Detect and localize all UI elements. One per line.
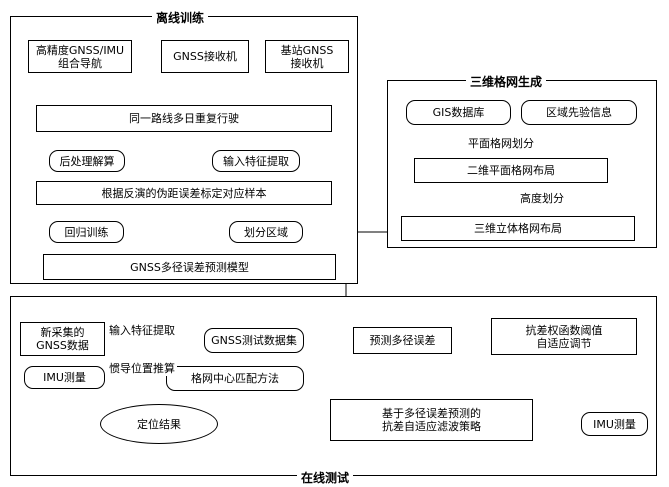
box-prior-region-info[interactable]: 区域先验信息 <box>521 100 637 125</box>
group-online-testing-title: 在线测试 <box>297 469 354 486</box>
box-calibrate-samples[interactable]: 根据反演的伪距误差标定对应样本 <box>36 181 332 205</box>
label-inertial-position: 惯导位置推算 <box>107 360 177 376</box>
group-grid-generation-title: 三维格网生成 <box>466 73 547 90</box>
box-3d-solid-grid-layout[interactable]: 三维立体格网布局 <box>401 216 635 241</box>
box-gnss-imu-navigation[interactable]: 高精度GNSS/IMU 组合导航 <box>28 40 132 73</box>
box-threshold-adaptive-adjust[interactable]: 抗差权函数阈值 自适应调节 <box>491 318 637 355</box>
box-multipath-error-model[interactable]: GNSS多径误差预测模型 <box>43 254 336 280</box>
box-new-gnss-data[interactable]: 新采集的 GNSS数据 <box>20 322 105 356</box>
label-height-division: 高度划分 <box>518 190 566 206</box>
label-plane-grid-division: 平面格网划分 <box>466 135 536 151</box>
box-regression-training[interactable]: 回归训练 <box>49 221 124 243</box>
box-grid-center-match[interactable]: 格网中心匹配方法 <box>166 366 304 391</box>
box-repeat-drive[interactable]: 同一路线多日重复行驶 <box>36 105 332 132</box>
box-imu-measurement[interactable]: IMU测量 <box>24 366 105 389</box>
box-gnss-receiver[interactable]: GNSS接收机 <box>161 40 249 73</box>
box-positioning-result[interactable]: 定位结果 <box>100 404 218 444</box>
box-gis-database[interactable]: GIS数据库 <box>406 100 511 125</box>
box-post-processing[interactable]: 后处理解算 <box>49 150 125 172</box>
group-offline-training-title: 离线训练 <box>152 9 209 26</box>
box-region-division[interactable]: 划分区域 <box>229 221 303 243</box>
box-imu-measurement-2[interactable]: IMU测量 <box>581 412 648 436</box>
box-predicted-multipath-error[interactable]: 预测多径误差 <box>353 327 452 354</box>
box-base-gnss-receiver[interactable]: 基站GNSS 接收机 <box>265 40 349 73</box>
box-robust-adaptive-filter-strategy[interactable]: 基于多径误差预测的 抗差自适应滤波策略 <box>330 399 533 441</box>
box-gnss-test-dataset[interactable]: GNSS测试数据集 <box>204 328 304 353</box>
box-input-feature-extraction[interactable]: 输入特征提取 <box>212 150 300 172</box>
box-2d-plane-grid-layout[interactable]: 二维平面格网布局 <box>414 158 608 183</box>
label-input-feature-extraction: 输入特征提取 <box>107 322 177 338</box>
